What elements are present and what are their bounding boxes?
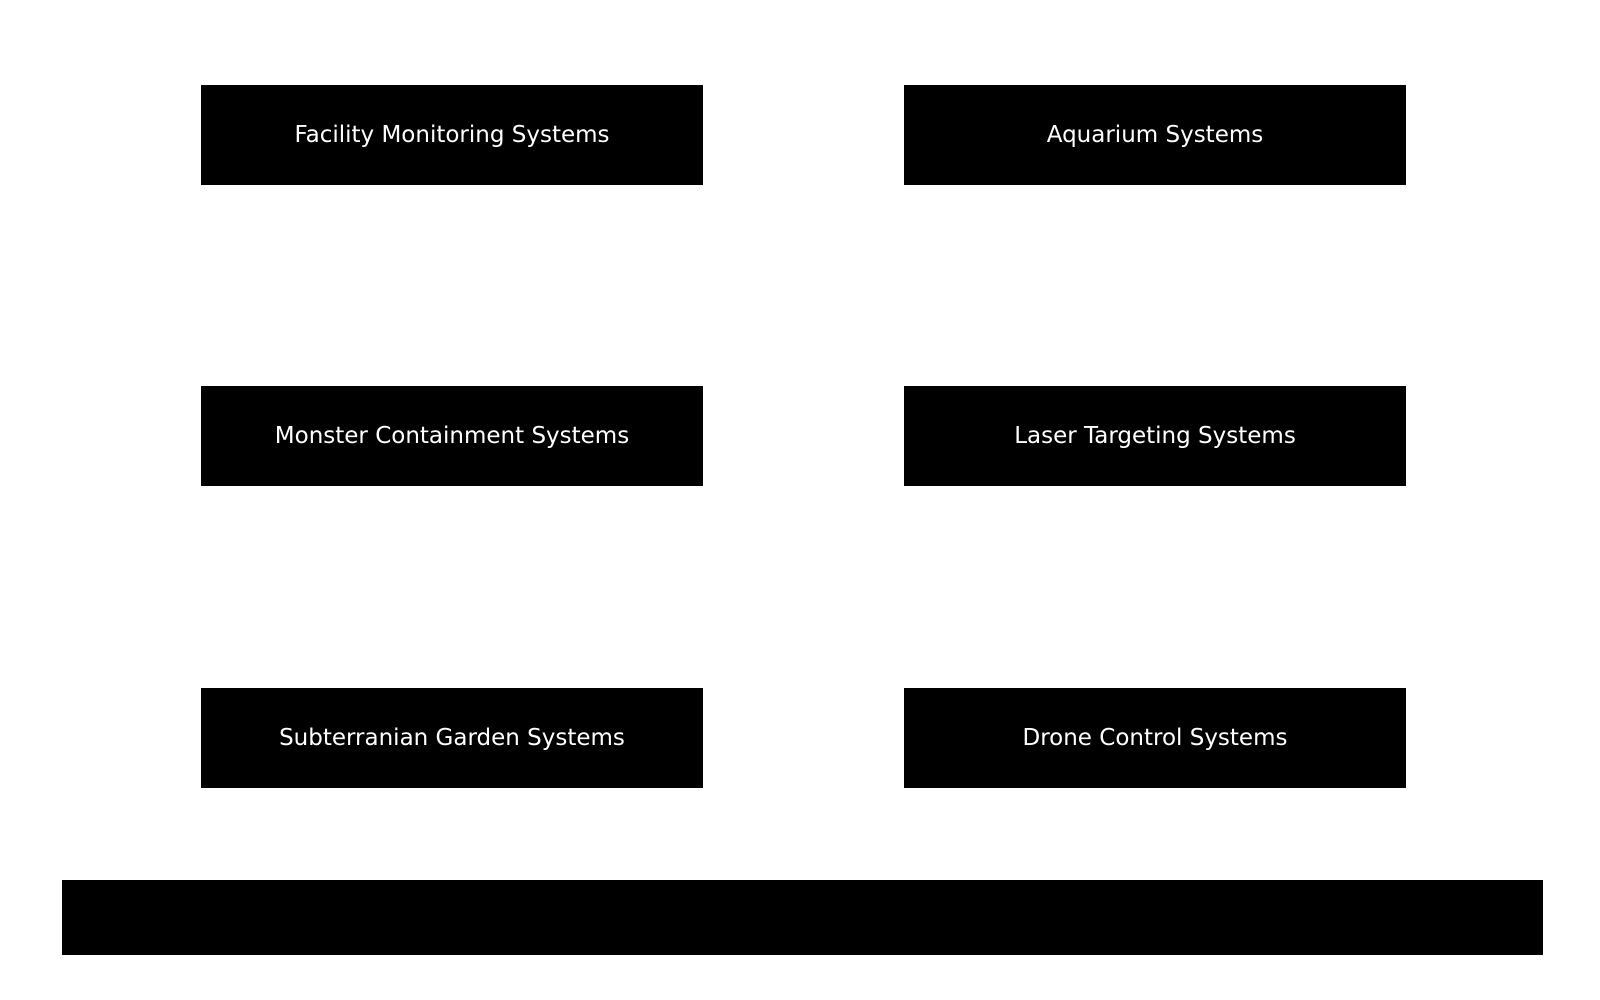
facility-monitoring-systems-button[interactable]: Facility Monitoring Systems [201, 85, 703, 185]
button-label: Subterranian Garden Systems [279, 725, 625, 751]
button-label: Drone Control Systems [1022, 725, 1288, 751]
aquarium-systems-button[interactable]: Aquarium Systems [904, 85, 1406, 185]
button-label: Aquarium Systems [1046, 122, 1264, 148]
monster-containment-systems-button[interactable]: Monster Containment Systems [201, 386, 703, 486]
button-label: Monster Containment Systems [274, 423, 630, 449]
laser-targeting-systems-button[interactable]: Laser Targeting Systems [904, 386, 1406, 486]
button-label: Laser Targeting Systems [1014, 423, 1296, 449]
drone-control-systems-button[interactable]: Drone Control Systems [904, 688, 1406, 788]
bottom-status-bar [62, 880, 1543, 955]
button-label: Facility Monitoring Systems [294, 122, 610, 148]
subterranian-garden-systems-button[interactable]: Subterranian Garden Systems [201, 688, 703, 788]
